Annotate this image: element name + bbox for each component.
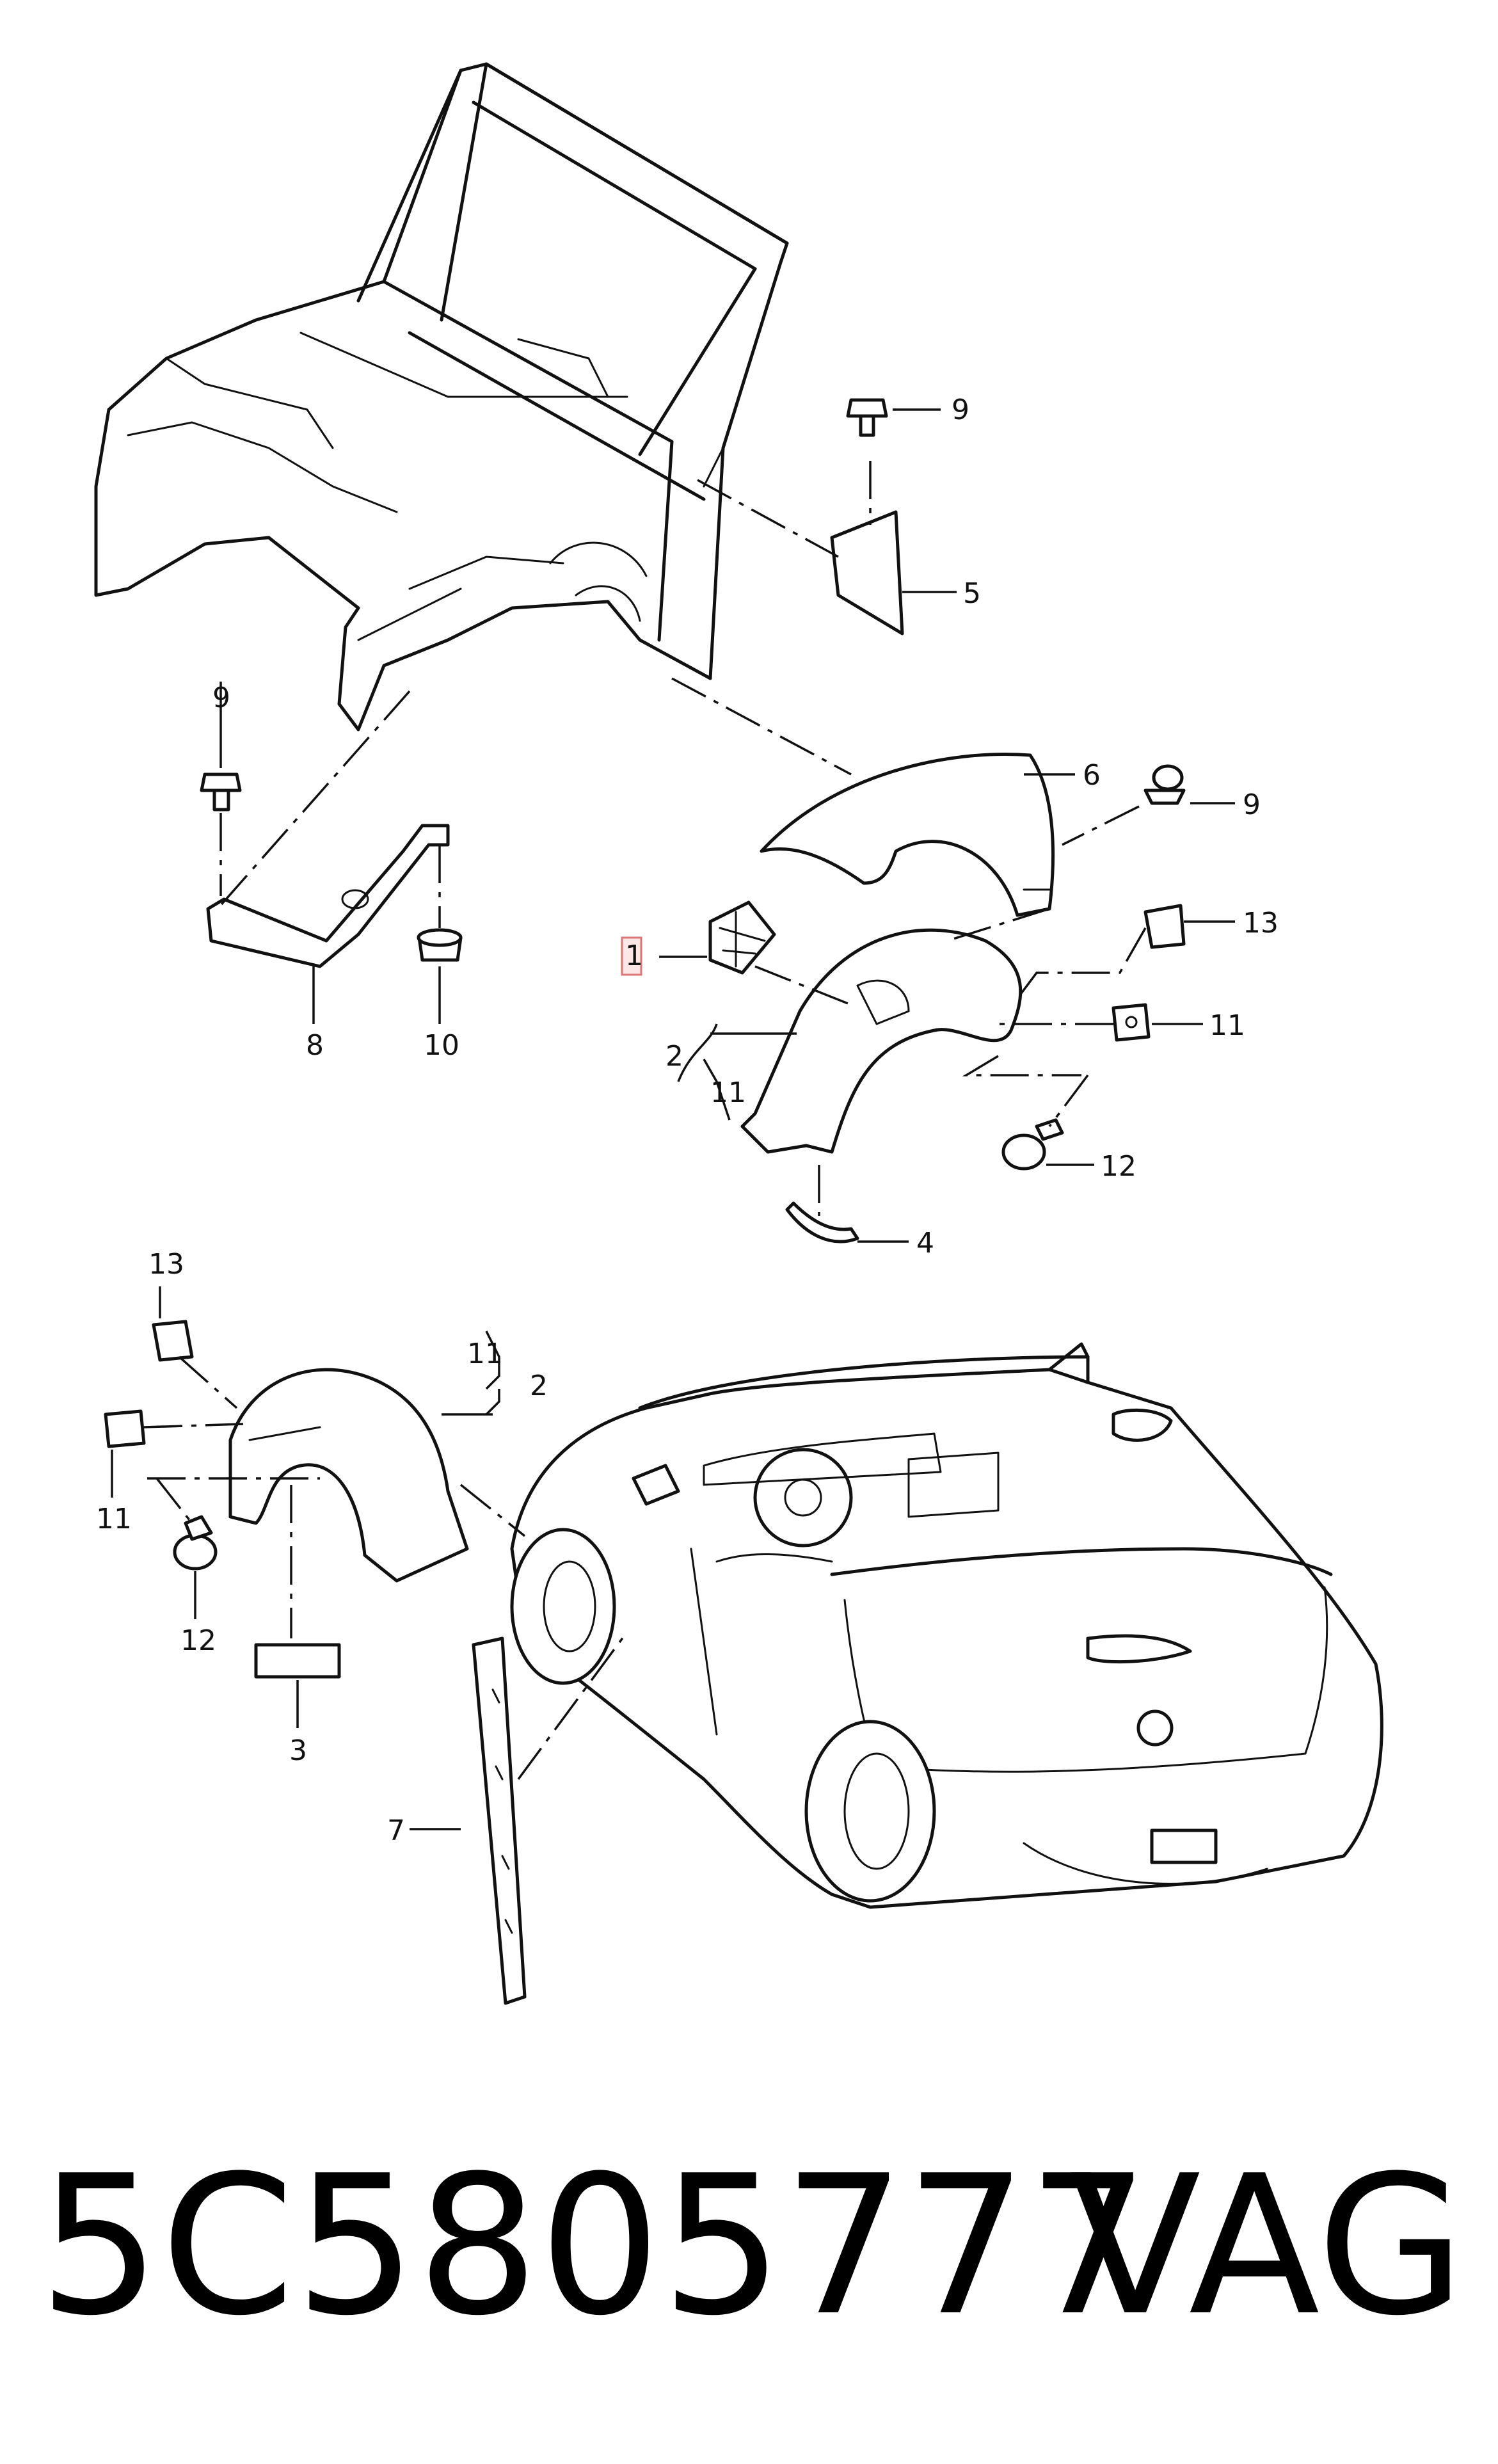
callout-1: 1 (625, 940, 643, 972)
body-shell-illustration (94, 62, 789, 732)
clip-13-lower (152, 1320, 194, 1362)
callout-11-d: 11 (96, 1503, 132, 1535)
callout-2-lower: 2 (530, 1370, 548, 1402)
rubber-nut-10 (417, 928, 463, 962)
brand-name: VAG (1069, 2134, 1465, 2358)
bolt-12-upper (1001, 1118, 1064, 1171)
callout-10: 10 (424, 1029, 459, 1062)
car-illustration (510, 1342, 1383, 1909)
callout-13-upper: 13 (1243, 907, 1279, 940)
callout-1-highlight (621, 936, 642, 976)
trim-4 (785, 1201, 859, 1244)
callout-11-b: 11 (1209, 1009, 1245, 1042)
callout-11-a: 11 (710, 1076, 746, 1109)
footer: 5C5805777 VAG (38, 2131, 1465, 2362)
nut-11-lower (104, 1409, 146, 1448)
seal-strip-7 (472, 1636, 527, 2005)
callout-12-lower: 12 (180, 1624, 216, 1657)
callout-9-top: 9 (952, 394, 969, 426)
nut-11-upper (1112, 1003, 1151, 1042)
bolt-12-lower (173, 1515, 218, 1571)
clip-13-upper (1143, 904, 1186, 949)
screw-9-top (846, 398, 888, 437)
fender-bracket-5 (830, 510, 904, 636)
callout-2-upper: 2 (665, 1040, 683, 1073)
bracket-illustration (206, 824, 450, 968)
callout-4: 4 (916, 1227, 934, 1260)
callout-5: 5 (963, 577, 981, 610)
trim-3 (254, 1643, 341, 1679)
clip-9-right (1143, 764, 1186, 805)
callout-6: 6 (1083, 759, 1101, 792)
insert-panel-1 (708, 900, 776, 975)
callout-3: 3 (289, 1734, 307, 1767)
wheel-housing-liner-lower (228, 1368, 469, 1583)
leader-lines (111, 408, 1235, 1830)
callout-9-left: 9 (212, 682, 230, 714)
callout-8: 8 (306, 1029, 324, 1062)
callout-11-c: 11 (467, 1338, 503, 1370)
callout-12-upper: 12 (1101, 1150, 1136, 1183)
callout-9-right: 9 (1243, 788, 1261, 821)
part-number: 5C5805777 (38, 2134, 1150, 2358)
wheel-housing-liner-upper (740, 928, 1023, 1154)
callout-7: 7 (387, 1814, 405, 1847)
callout-13-lower: 13 (148, 1248, 184, 1281)
fender-arch-6 (760, 753, 1055, 917)
screw-clip-9-left (200, 772, 242, 812)
